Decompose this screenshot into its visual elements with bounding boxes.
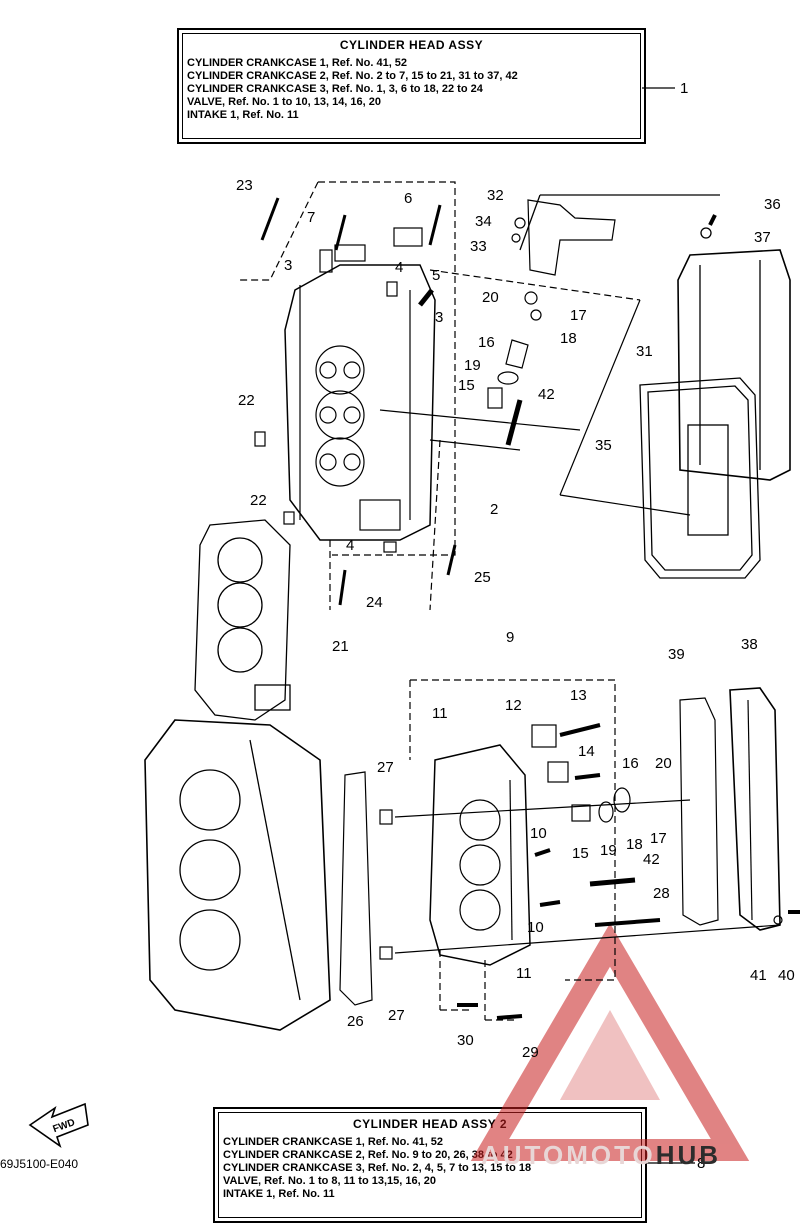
callout-c40: 40 bbox=[778, 967, 795, 984]
assembly-line: CYLINDER CRANKCASE 2, Ref. No. 2 to 7, 1… bbox=[187, 70, 518, 82]
callout-c38: 38 bbox=[741, 636, 758, 653]
assembly-line: VALVE, Ref. No. 1 to 10, 13, 14, 16, 20 bbox=[187, 96, 382, 108]
callout-c42b: 42 bbox=[643, 851, 660, 868]
callout-c24: 24 bbox=[366, 594, 383, 611]
assembly-line: VALVE, Ref. No. 1 to 8, 11 to 13,15, 16,… bbox=[223, 1175, 436, 1187]
head-gasket-21 bbox=[194, 519, 291, 721]
callout-c32: 32 bbox=[487, 187, 504, 204]
callout-c17a: 17 bbox=[570, 307, 587, 324]
callout-c3a: 3 bbox=[284, 257, 292, 274]
callout-c4a: 4 bbox=[395, 259, 403, 276]
box-ref-number: 1 bbox=[680, 80, 688, 97]
callout-c16b: 16 bbox=[622, 755, 639, 772]
watermark-logo bbox=[470, 923, 750, 1161]
callout-c42a: 42 bbox=[538, 386, 555, 403]
callout-c10b: 10 bbox=[527, 919, 544, 936]
box-ref-number: 8 bbox=[697, 1155, 705, 1172]
watermark-text: AUTOMOTOHUB bbox=[481, 1140, 721, 1171]
assembly-line: CYLINDER CRANKCASE 3, Ref. No. 2, 4, 5, … bbox=[223, 1162, 532, 1174]
callout-c16a: 16 bbox=[478, 334, 495, 351]
callout-c20b: 20 bbox=[655, 755, 672, 772]
diagram-code: 69J5100-E040 bbox=[0, 1157, 79, 1171]
callout-c27b: 27 bbox=[388, 1007, 405, 1024]
callout-c29: 29 bbox=[522, 1044, 539, 1061]
callout-c3b: 3 bbox=[435, 309, 443, 326]
forward-arrow-icon: FWD bbox=[28, 1102, 89, 1149]
callout-c18a: 18 bbox=[560, 330, 577, 347]
callout-c9: 9 bbox=[506, 629, 514, 646]
callout-c35: 35 bbox=[595, 437, 612, 454]
callout-c41: 41 bbox=[750, 967, 767, 984]
callout-c5: 5 bbox=[432, 267, 440, 284]
assembly-info-box-top-border bbox=[182, 33, 641, 139]
callout-c4b: 4 bbox=[346, 537, 354, 554]
watermark-part2: HUB bbox=[655, 1140, 722, 1170]
callout-c22a: 22 bbox=[238, 392, 255, 409]
callout-c7a: 7 bbox=[307, 209, 315, 226]
callout-c26: 26 bbox=[347, 1013, 364, 1030]
lower-cylinder-head-group bbox=[339, 679, 800, 1021]
assembly-info-box-bottom: CYLINDER HEAD ASSY 2 CYLINDER CRANKCASE … bbox=[213, 1107, 647, 1223]
assembly-line: CYLINDER CRANKCASE 1, Ref. No. 41, 52 bbox=[223, 1136, 444, 1148]
assembly-line: INTAKE 1, Ref. No. 11 bbox=[187, 109, 299, 121]
callout-c13: 13 bbox=[570, 687, 587, 704]
callout-c11b: 11 bbox=[516, 965, 532, 982]
crankcase-block bbox=[144, 719, 331, 1031]
callout-c39: 39 bbox=[668, 646, 685, 663]
callout-c12: 12 bbox=[505, 697, 522, 714]
callout-c27a: 27 bbox=[377, 759, 394, 776]
callout-c11a: 11 bbox=[432, 705, 448, 722]
callout-c15a: 15 bbox=[458, 377, 475, 394]
callout-c23: 23 bbox=[236, 177, 253, 194]
callout-c18b: 18 bbox=[626, 836, 643, 853]
callout-c19a: 19 bbox=[464, 357, 481, 374]
callout-c34: 34 bbox=[475, 213, 492, 230]
exhaust-cover-assembly bbox=[519, 194, 791, 579]
callout-c31: 31 bbox=[636, 343, 653, 360]
callout-c22b: 22 bbox=[250, 492, 267, 509]
assembly-title-top: CYLINDER HEAD ASSY bbox=[339, 38, 484, 52]
callout-c21: 21 bbox=[332, 638, 349, 655]
callout-c14: 14 bbox=[578, 743, 595, 760]
callout-c20a: 20 bbox=[482, 289, 499, 306]
callout-c33: 33 bbox=[470, 238, 487, 255]
assembly-line: INTAKE 1, Ref. No. 11 bbox=[223, 1188, 335, 1200]
assembly-line: CYLINDER CRANKCASE 2, Ref. No. 9 to 20, … bbox=[223, 1149, 513, 1161]
callout-c28: 28 bbox=[653, 885, 670, 902]
assembly-info-box-top: CYLINDER HEAD ASSY CYLINDER CRANKCASE 1,… bbox=[177, 28, 646, 144]
assembly-line: CYLINDER CRANKCASE 1, Ref. No. 41, 52 bbox=[187, 57, 408, 69]
watermark-part1: AUTOMOTO bbox=[481, 1140, 656, 1170]
callout-c10a: 10 bbox=[530, 825, 547, 842]
callout-c15b: 15 bbox=[572, 845, 589, 862]
upper-cylinder-head-group bbox=[240, 181, 691, 611]
assembly-info-box-bottom-border bbox=[218, 1112, 642, 1218]
callout-c37: 37 bbox=[754, 229, 771, 246]
assembly-title-bottom: CYLINDER HEAD ASSY 2 bbox=[352, 1117, 508, 1131]
callout-c19b: 19 bbox=[600, 842, 617, 859]
callout-c25: 25 bbox=[474, 569, 491, 586]
callout-c17b: 17 bbox=[650, 830, 667, 847]
callout-c36: 36 bbox=[764, 196, 781, 213]
assembly-line: CYLINDER CRANKCASE 3, Ref. No. 1, 3, 6 t… bbox=[187, 83, 483, 95]
callout-c6: 6 bbox=[404, 190, 412, 207]
callout-c2: 2 bbox=[490, 501, 498, 518]
callout-c30: 30 bbox=[457, 1032, 474, 1049]
